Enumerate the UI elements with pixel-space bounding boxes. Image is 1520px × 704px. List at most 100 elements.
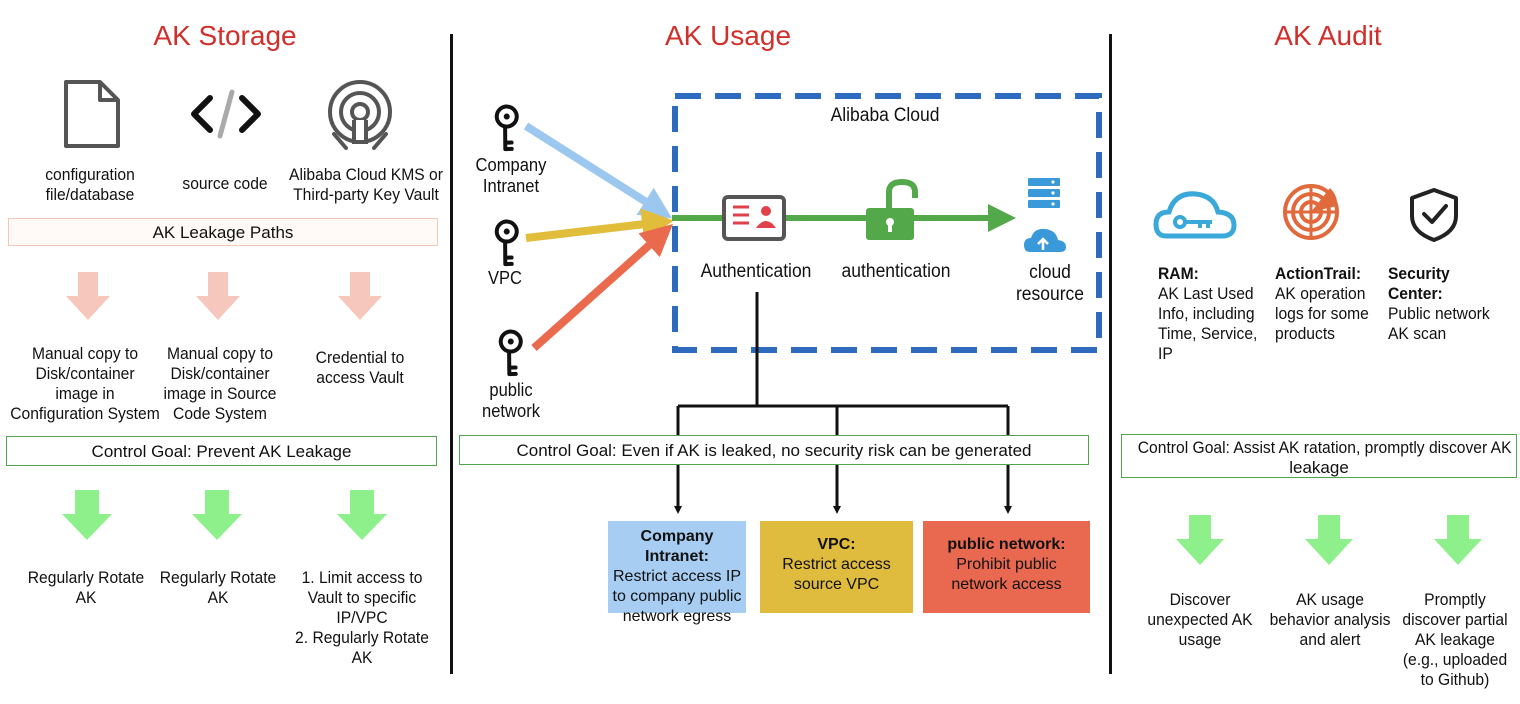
control-line: Restrict access IP	[612, 568, 742, 585]
control-line: Restrict access	[782, 556, 891, 573]
storage-item-kms: Alibaba Cloud KMS or Third-party Key Vau…	[283, 165, 449, 205]
audit-arrow-1	[1176, 515, 1224, 565]
leak-path-line: Credential to	[315, 348, 405, 367]
shield-icon	[1410, 188, 1458, 242]
audit-tool-line: IP	[1158, 344, 1173, 363]
source-intranet: Company Intranet	[462, 155, 560, 197]
outcome-line: discover partial	[1402, 610, 1508, 629]
outcome-line: usage	[1178, 630, 1222, 649]
audit-tool-actiontrail: ActionTrail: AK operation logs for some …	[1275, 264, 1376, 344]
control-line: to company public	[612, 588, 742, 605]
audit-goal-line2: leakage	[1289, 458, 1349, 477]
key-icon	[494, 104, 519, 152]
audit-goal-box: Control Goal: Assist AK ratation, prompt…	[1121, 434, 1517, 478]
code-icon	[191, 89, 261, 139]
storage-item-label-l2: file/database	[45, 185, 135, 204]
leak-paths-label: AK Leakage Paths	[152, 223, 294, 242]
storage-item-config: configuration file/database	[26, 165, 155, 205]
vpc-arrow	[525, 208, 674, 242]
storage-measure-3: 1. Limit access to Vault to specific IP/…	[288, 568, 435, 668]
usage-goal-box: Control Goal: Even if AK is leaked, no s…	[459, 435, 1089, 465]
leak-arrow-2	[196, 272, 240, 320]
audit-heading: AK Audit	[1274, 20, 1382, 51]
outcome-line: AK leakage	[1414, 630, 1495, 649]
audit-tool-line: logs for some	[1275, 304, 1369, 323]
alibaba-cloud-boundary	[672, 93, 1102, 353]
storage-item-source: source code	[165, 174, 285, 194]
source-label-line: VPC	[487, 268, 523, 288]
audit-tool-name: RAM:	[1158, 264, 1199, 283]
control-line: network access	[951, 576, 1062, 593]
audit-outcome-3: Promptly discover partial AK leakage (e.…	[1399, 590, 1511, 690]
outcome-line: and alert	[1299, 630, 1361, 649]
storage-goal-box: Control Goal: Prevent AK Leakage	[6, 436, 437, 466]
source-label-line: public	[489, 380, 533, 400]
storage-item-label-l1: configuration	[45, 165, 135, 184]
source-label-line: Company	[475, 155, 547, 175]
control-connector	[674, 292, 1012, 514]
leak-arrow-3	[338, 272, 382, 320]
main-flow-arrowhead	[988, 204, 1016, 232]
source-vpc: VPC	[473, 268, 537, 288]
goal-arrow-2	[192, 490, 242, 540]
leak-path-line: Manual copy to	[166, 344, 274, 363]
control-title: public network:	[947, 536, 1066, 553]
measure-line: Vault to specific	[307, 588, 417, 607]
leak-path-2: Manual copy to Disk/container image in S…	[156, 344, 285, 424]
storage-item-label-l2: Third-party Key Vault	[293, 185, 439, 204]
leak-paths-box: AK Leakage Paths	[8, 218, 438, 246]
measure-line: 2. Regularly Rotate	[295, 628, 429, 647]
leak-path-line: image in Source	[163, 384, 277, 403]
leak-path-1: Manual copy to Disk/container image in C…	[7, 344, 163, 424]
control-title: Company Intranet:	[640, 528, 714, 565]
alibaba-cloud-label: Alibaba Cloud	[830, 105, 940, 126]
audit-arrow-2	[1305, 515, 1353, 565]
id-card-icon	[722, 195, 786, 241]
measure-line: Regularly Rotate	[27, 568, 145, 587]
storage-item-label-l1: source code	[182, 174, 268, 193]
outcome-line: Promptly	[1424, 590, 1486, 609]
leak-path-line: image in	[55, 384, 115, 403]
source-public: public network	[462, 380, 560, 422]
public-arrow	[531, 224, 673, 351]
outcome-line: behavior analysis	[1269, 610, 1391, 629]
outcome-line: (e.g., uploaded	[1402, 650, 1508, 669]
leak-path-line: Disk/container	[170, 364, 270, 383]
leak-path-3: Credential to access Vault	[296, 348, 425, 388]
cloud-resource-label: cloud resource	[1004, 262, 1096, 306]
leak-path-line: Configuration System	[10, 404, 160, 423]
control-line: Prohibit public	[956, 556, 1057, 573]
storage-goal-label: Control Goal: Prevent AK Leakage	[91, 442, 352, 461]
cloud-upload-icon	[1024, 228, 1066, 252]
intranet-arrow	[523, 122, 673, 219]
audit-goal-line1: Control Goal: Assist AK ratation, prompt…	[1137, 438, 1512, 457]
radar-icon	[1283, 184, 1339, 240]
leak-path-line: Code System	[173, 404, 267, 423]
control-intranet: Company Intranet: Restrict access IP to …	[608, 521, 746, 625]
audit-tool-line: AK scan	[1388, 324, 1447, 343]
measure-line: Regularly Rotate	[159, 568, 277, 587]
usage-heading: AK Usage	[664, 20, 792, 51]
kms-icon	[328, 80, 392, 150]
resource-line: resource	[1015, 284, 1084, 305]
cloud-key-icon	[1153, 191, 1237, 239]
audit-tool-line: Time, Service,	[1158, 324, 1258, 343]
storage-measure-1: Regularly Rotate AK	[22, 568, 151, 608]
file-icon	[64, 80, 120, 148]
control-public: public network: Prohibit public network …	[923, 521, 1090, 613]
audit-outcome-2: AK usage behavior analysis and alert	[1267, 590, 1392, 650]
control-vpc: VPC: Restrict access source VPC	[760, 521, 913, 613]
measure-line: 1. Limit access to	[301, 568, 423, 587]
server-icon	[1028, 178, 1060, 208]
measure-line: AK	[75, 588, 97, 607]
key-icon	[494, 219, 519, 267]
audit-arrow-3	[1434, 515, 1482, 565]
measure-line: IP/VPC	[336, 608, 388, 627]
audit-tool-line: products	[1275, 324, 1335, 343]
audit-tool-line: AK operation	[1275, 284, 1366, 303]
storage-measure-2: Regularly Rotate AK	[154, 568, 283, 608]
leak-path-line: access Vault	[316, 368, 404, 387]
goal-arrow-3	[337, 490, 387, 540]
divider-right	[1109, 34, 1112, 674]
